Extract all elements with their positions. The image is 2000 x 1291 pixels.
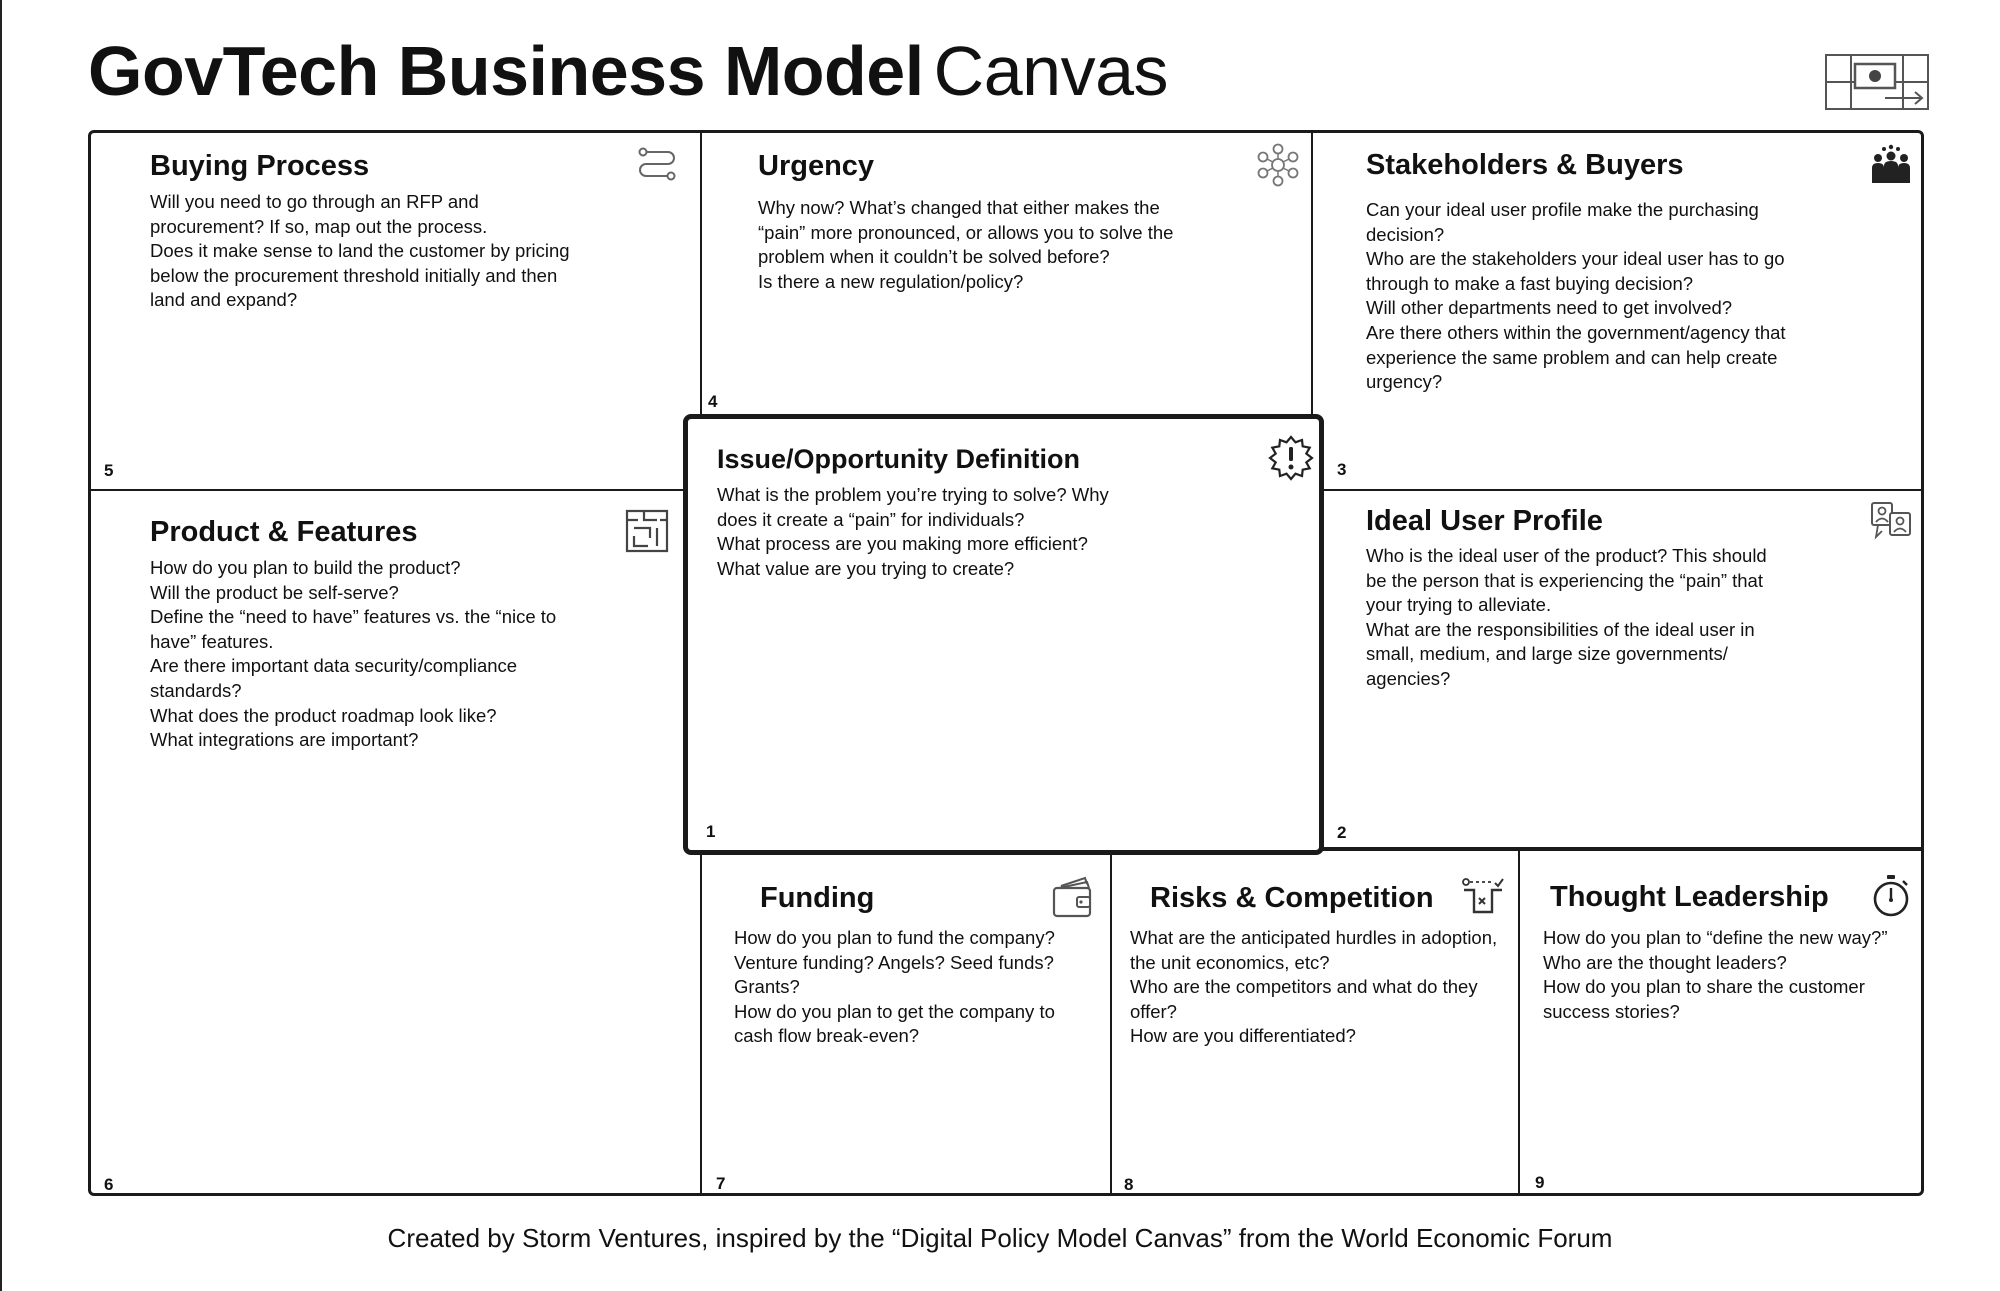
question-line: Will you need to go through an RFP and p… xyxy=(150,191,488,237)
question-line: Who are the thought leaders? xyxy=(1543,951,1787,973)
question-line: What are the responsibilities of the ide… xyxy=(1366,618,1755,689)
question-line: Venture funding? Angels? Seed funds? Gra… xyxy=(734,951,1054,998)
question-line: How do you plan to “define the new way?” xyxy=(1543,927,1888,948)
question-line: How do you plan to fund the company? xyxy=(734,927,1055,948)
question-line: What process are you making more efficie… xyxy=(717,533,1088,555)
question-line: Who is the ideal user of the product? Th… xyxy=(1366,545,1767,616)
people-group-icon xyxy=(1872,144,1910,183)
question-line: Define the “need to have” features vs. t… xyxy=(150,606,557,652)
question-line: What is the problem you’re trying to sol… xyxy=(717,484,1109,530)
page-edge-rule xyxy=(0,0,2,1291)
issue-opportunity-box xyxy=(683,414,1324,855)
obstacle-path-icon xyxy=(1462,878,1504,914)
route-icon xyxy=(638,147,676,181)
title-light-part: Canvas xyxy=(933,32,1169,110)
cell-number: 9 xyxy=(1535,1173,1545,1192)
question-line: What does the product roadmap look like? xyxy=(150,704,497,726)
cell-title: Risks & Competition xyxy=(1150,882,1434,914)
question-line: Why now? What’s changed that either make… xyxy=(758,197,1174,268)
question-line: How do you plan to get the company to ca… xyxy=(734,1000,1055,1047)
cell-number: 1 xyxy=(706,822,716,841)
question-line: Will the product be self-serve? xyxy=(150,581,399,603)
cell-title: Ideal User Profile xyxy=(1366,505,1603,537)
cell-number: 2 xyxy=(1337,823,1347,842)
cell-number: 6 xyxy=(104,1175,114,1194)
question-line: How do you plan to share the customer su… xyxy=(1543,976,1865,1022)
cell-number: 3 xyxy=(1337,460,1347,479)
cell-title: Stakeholders & Buyers xyxy=(1366,149,1684,181)
question-line: What integrations are important? xyxy=(150,729,419,751)
question-line: Can your ideal user profile make the pur… xyxy=(1366,199,1759,245)
wallet-icon xyxy=(1052,876,1092,918)
cell-title: Product & Features xyxy=(150,516,418,548)
question-line: Who are the stakeholders your ideal user… xyxy=(1366,248,1785,294)
cell-number: 5 xyxy=(104,461,114,480)
question-line: Are there important data security/compli… xyxy=(150,655,518,701)
divider xyxy=(700,133,702,417)
network-nodes-icon xyxy=(1257,143,1299,187)
question-line: How do you plan to build the product? xyxy=(150,557,461,578)
divider xyxy=(1311,133,1313,417)
divider xyxy=(91,489,684,491)
canvas-board xyxy=(88,130,1924,1196)
question-line: What are the anticipated hurdles in adop… xyxy=(1130,927,1498,973)
cell-title: Buying Process xyxy=(150,150,370,182)
cell-number: 4 xyxy=(708,392,718,411)
cell-number: 8 xyxy=(1124,1175,1134,1194)
question-line: Does it make sense to land the customer … xyxy=(150,240,570,311)
title-bold-part: GovTech Business Model xyxy=(88,32,924,110)
cell-title: Thought Leadership xyxy=(1550,881,1829,913)
maze-icon xyxy=(625,509,669,553)
divider xyxy=(1518,849,1520,1194)
stopwatch-icon xyxy=(1873,875,1909,917)
divider xyxy=(1321,847,1921,851)
question-line: How are you differentiated? xyxy=(1130,1025,1356,1047)
divider xyxy=(1321,489,1921,491)
cell-title: Issue/Opportunity Definition xyxy=(717,444,1080,474)
alert-badge-icon xyxy=(1268,435,1314,481)
question-line: Will other departments need to get invol… xyxy=(1366,297,1733,319)
canvas-grid-logo-icon xyxy=(1825,54,1929,110)
question-line: What value are you trying to create? xyxy=(717,557,1015,579)
divider xyxy=(1110,852,1112,1194)
divider xyxy=(700,852,702,1194)
question-line: Are there others within the government/a… xyxy=(1366,321,1786,393)
user-profiles-icon xyxy=(1871,502,1911,540)
question-line: Is there a new regulation/policy? xyxy=(758,270,1024,292)
cell-number: 7 xyxy=(716,1174,726,1193)
question-line: Who are the competitors and what do they… xyxy=(1130,976,1478,1022)
cell-title: Funding xyxy=(760,882,875,914)
footer-credit: Created by Storm Ventures, inspired by t… xyxy=(387,1223,1613,1253)
cell-title: Urgency xyxy=(758,150,875,182)
